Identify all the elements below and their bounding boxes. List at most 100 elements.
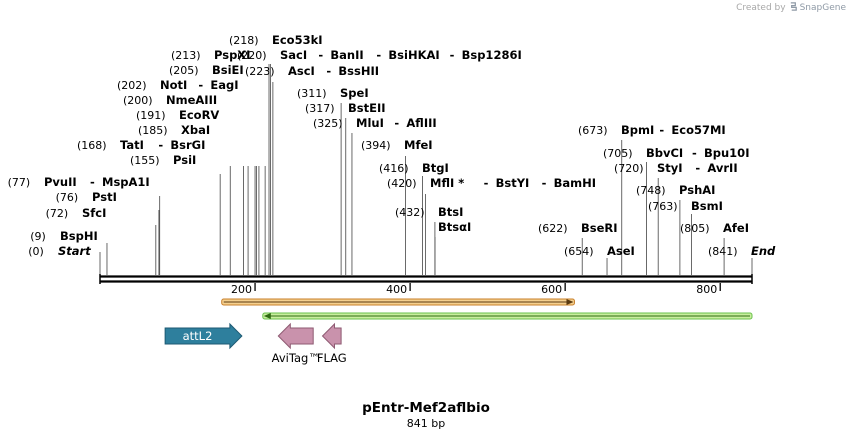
cut-position-label: (155) [130, 154, 160, 167]
enzyme-name: PstI [92, 190, 117, 204]
cut-position-label: (705) [603, 147, 633, 160]
cut-position-label: (416) [379, 162, 409, 175]
enzyme-separator: - [326, 64, 331, 78]
enzyme-separator: - [158, 138, 163, 152]
enzyme-name: AflIII [406, 116, 436, 130]
enzyme-name: Bpu10I [704, 146, 749, 160]
snapgene-credit: Created by SnapGene [736, 2, 846, 13]
enzyme-name: PsiI [173, 153, 196, 167]
cut-position-label: (805) [680, 222, 710, 235]
enzyme-name: BsiEI [212, 63, 244, 77]
map-length: 841 bp [406, 417, 446, 430]
credit-prefix: Created by [736, 3, 786, 13]
enzyme-name: MfeI [404, 138, 433, 152]
cut-position-label: (76) [56, 191, 79, 204]
cut-position-label: (223) [245, 65, 275, 78]
cut-position-label: (841) [708, 245, 738, 258]
cut-position-label: (220) [237, 49, 267, 62]
enzyme-name: BsrGI [170, 138, 205, 152]
ruler-tick-label: 800 [696, 283, 717, 296]
enzyme-name: PshAI [679, 183, 715, 197]
cut-position-label: (325) [313, 117, 343, 130]
cut-position-label: (185) [138, 124, 168, 137]
enzyme-name: BstEII [348, 101, 386, 115]
enzyme-name: EcoRV [179, 108, 219, 122]
snapgene-logo-icon [790, 2, 797, 11]
enzyme-name: SacI [280, 48, 307, 62]
cut-position-label: (205) [169, 64, 199, 77]
enzyme-name: BtsαI [438, 220, 471, 234]
enzyme-separator: - [198, 78, 203, 92]
enzyme-separator: - [692, 146, 697, 160]
enzyme-name: BseRI [581, 221, 618, 235]
feature-arrow-2 [277, 322, 314, 350]
map-title: pEntr-Mef2aflbio [362, 400, 490, 416]
orf-arrowhead [566, 299, 574, 305]
enzyme-name: EagI [210, 78, 238, 92]
cut-position-label: (673) [578, 124, 608, 137]
cut-position-label: (654) [564, 245, 594, 258]
enzyme-name: MspA1I [102, 175, 150, 189]
cut-position-label: (77) [8, 176, 31, 189]
enzyme-name: BtsI [438, 205, 463, 219]
enzyme-name: BpmI [621, 123, 654, 137]
enzyme-name: BsmI [691, 199, 723, 213]
enzyme-name: AfeI [723, 221, 749, 235]
enzyme-name: PspXI [214, 48, 250, 62]
enzyme-name: BstYI [496, 176, 530, 190]
enzyme-name: BamHI [554, 176, 596, 190]
cut-position-label: (168) [77, 139, 107, 152]
enzyme-name: SpeI [340, 86, 369, 100]
cut-position-label: (191) [136, 109, 166, 122]
feature-label: AviTag™ [272, 351, 320, 365]
feature-arrow-3 [321, 322, 342, 350]
orf-arrowhead [263, 313, 271, 319]
enzyme-name: BtgI [422, 161, 449, 175]
feature-arrow-1 [164, 322, 243, 350]
enzyme-name: StyI [657, 161, 683, 175]
cut-position-label: (311) [297, 87, 327, 100]
enzyme-name: AscI [288, 64, 315, 78]
enzyme-name: MflI * [430, 176, 464, 190]
cut-position-label: (218) [229, 34, 259, 47]
enzyme-name: Start [58, 244, 91, 258]
cut-position-label: (202) [117, 79, 147, 92]
enzyme-separator: - [376, 48, 381, 62]
enzyme-separator: - [394, 116, 399, 130]
cut-position-label: (213) [171, 49, 201, 62]
enzyme-name: NotI [160, 78, 187, 92]
enzyme-name: BbvCI [646, 146, 683, 160]
cut-position-label: (200) [123, 94, 153, 107]
cut-position-label: (748) [636, 184, 666, 197]
enzyme-name: Eco57MI [671, 123, 725, 137]
cut-position-label: (9) [30, 230, 46, 243]
enzyme-name: BsiHKAI [388, 48, 439, 62]
enzyme-name: PvuII [44, 175, 77, 189]
enzyme-separator: - [542, 176, 547, 190]
enzyme-name: XbaI [181, 123, 210, 137]
enzyme-separator: - [318, 48, 323, 62]
enzyme-name: TatI [120, 138, 144, 152]
cut-position-label: (622) [538, 222, 568, 235]
feature-label: attL2 [183, 329, 213, 343]
cut-position-label: (420) [387, 177, 417, 190]
cut-position-label: (0) [28, 245, 44, 258]
enzyme-name: BanII [330, 48, 363, 62]
ruler-tick-label: 200 [231, 283, 252, 296]
enzyme-separator: - [659, 123, 664, 137]
enzyme-separator: - [90, 175, 95, 189]
enzyme-name: End [751, 244, 776, 258]
enzyme-name: NmeAIII [166, 93, 217, 107]
enzyme-name: AseI [607, 244, 635, 258]
cut-position-label: (720) [614, 162, 644, 175]
credit-brand: SnapGene [799, 3, 846, 13]
enzyme-name: BspHI [60, 229, 98, 243]
cut-position-label: (72) [46, 207, 69, 220]
enzyme-name: SfcI [82, 206, 106, 220]
enzyme-name: MluI [356, 116, 384, 130]
cut-position-label: (763) [648, 200, 678, 213]
enzyme-name: Eco53kI [272, 33, 323, 47]
enzyme-separator: - [484, 176, 489, 190]
cut-position-label: (432) [395, 206, 425, 219]
